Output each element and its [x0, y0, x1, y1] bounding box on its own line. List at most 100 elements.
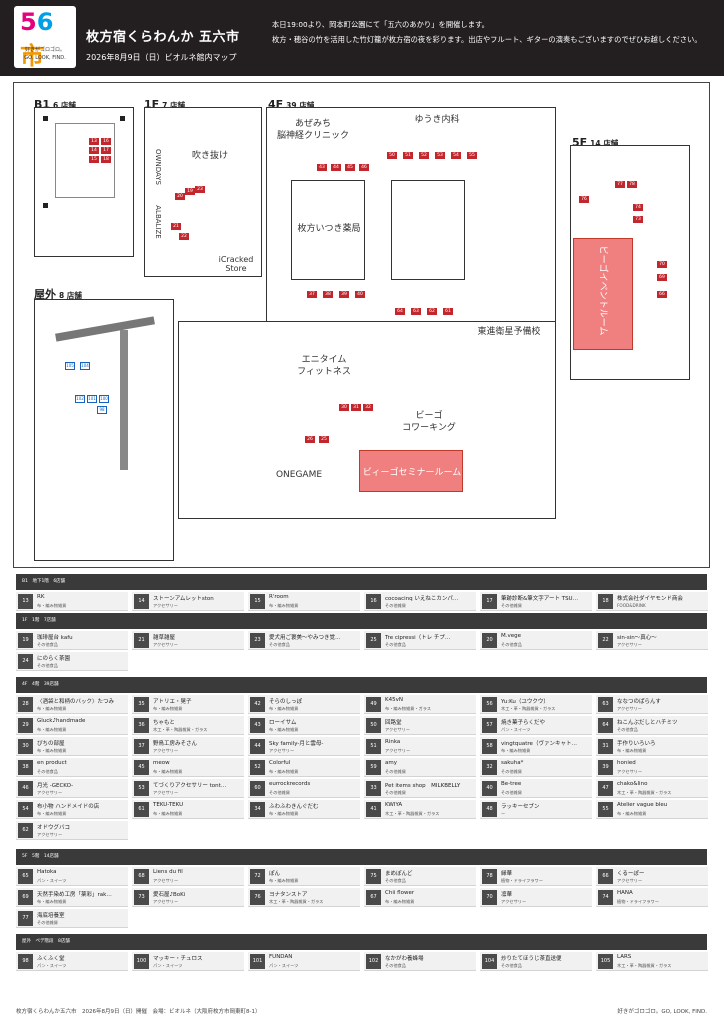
booth-74[interactable]: 74: [633, 204, 643, 211]
booth-37[interactable]: 37: [307, 291, 317, 298]
booth-14[interactable]: 14: [89, 147, 99, 154]
booth-43[interactable]: 43: [317, 164, 327, 171]
booth-21[interactable]: 21: [171, 223, 181, 230]
booth-30[interactable]: 30: [339, 404, 349, 411]
booth-13[interactable]: 13: [89, 138, 99, 145]
booth-18[interactable]: 18: [101, 156, 111, 163]
booth-101[interactable]: 101: [87, 395, 97, 403]
booth-104[interactable]: 104: [80, 362, 90, 370]
booth-25[interactable]: 25: [319, 436, 329, 443]
booth-51[interactable]: 51: [403, 152, 413, 159]
booth-66[interactable]: 66: [657, 291, 667, 298]
booth-16[interactable]: 16: [101, 138, 111, 145]
booth-40[interactable]: 40: [355, 291, 365, 298]
booth-50[interactable]: 50: [387, 152, 397, 159]
booth-38[interactable]: 38: [323, 291, 333, 298]
booth-100[interactable]: 100: [99, 395, 109, 403]
booth-23[interactable]: 23: [195, 186, 205, 193]
booth-76[interactable]: 76: [579, 196, 589, 203]
booth-63[interactable]: 63: [411, 308, 421, 315]
booth-26[interactable]: 26: [305, 436, 315, 443]
booth-78[interactable]: 78: [627, 181, 637, 188]
booth-15[interactable]: 15: [89, 156, 99, 163]
shop-entry[interactable]: 28〈酒袋と和柄のバック〉たつみ布・編み物雑貨: [16, 695, 128, 714]
booth-39[interactable]: 39: [339, 291, 349, 298]
booth-64[interactable]: 64: [395, 308, 405, 315]
booth-32[interactable]: 32: [363, 404, 373, 411]
booth-77[interactable]: 77: [615, 181, 625, 188]
booth-53[interactable]: 53: [435, 152, 445, 159]
booth-46[interactable]: 46: [359, 164, 369, 171]
booth-102[interactable]: 102: [75, 395, 85, 403]
booth-73[interactable]: 73: [633, 216, 643, 223]
booth-17[interactable]: 17: [101, 147, 111, 154]
booth-62[interactable]: 62: [427, 308, 437, 315]
booth-22[interactable]: 22: [179, 233, 189, 240]
booth-45[interactable]: 45: [345, 164, 355, 171]
booth-70[interactable]: 70: [657, 261, 667, 268]
booth-31[interactable]: 31: [351, 404, 361, 411]
